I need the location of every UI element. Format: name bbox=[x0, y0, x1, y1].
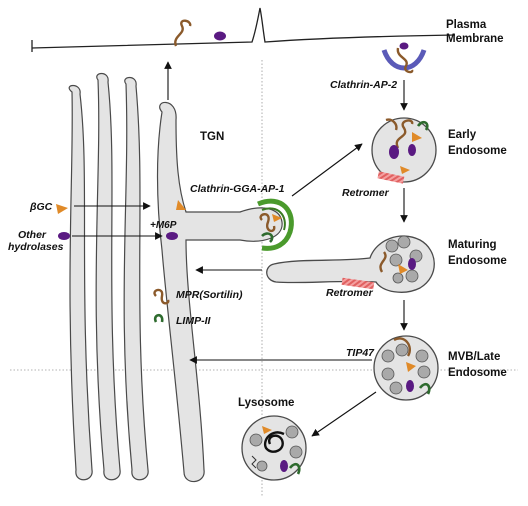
mpr-in-bud bbox=[259, 213, 276, 233]
label-tgn: TGN bbox=[200, 131, 224, 143]
retromer-maturing bbox=[341, 277, 375, 290]
bgc-in-bud bbox=[272, 214, 282, 222]
label-tip47: TIP47 bbox=[346, 347, 375, 359]
guide-lines bbox=[10, 60, 518, 496]
retromer-early bbox=[377, 171, 405, 184]
label-clathrin-gga-ap1: Clathrin-GGA-AP-1 bbox=[190, 183, 285, 195]
label-plasma-membrane-2: Membrane bbox=[446, 33, 504, 45]
mvb-late-endosome bbox=[373, 335, 439, 401]
arrow-mvb-to-lysosome bbox=[311, 391, 377, 437]
label-limp2: LIMP-II bbox=[176, 315, 211, 327]
clathrin-gga-ap1-coat-inner bbox=[261, 207, 286, 231]
label-mvb-2: Endosome bbox=[448, 367, 507, 379]
label-m6p: +M6P bbox=[150, 220, 177, 231]
mpr-at-pm bbox=[396, 47, 414, 74]
label-mpr: MPR(Sortilin) bbox=[176, 289, 243, 301]
label-mvb-1: MVB/Late bbox=[448, 351, 500, 363]
limp2-legend-glyph bbox=[153, 313, 164, 323]
label-retromer-maturing: Retromer bbox=[326, 287, 374, 299]
label-other-hydrolases-2: hydrolases bbox=[8, 241, 64, 253]
hydrolase-at-pm bbox=[399, 42, 409, 50]
label-clathrin-ap2: Clathrin-AP-2 bbox=[330, 79, 397, 91]
limp-in-bud bbox=[261, 232, 274, 243]
tgn-structure bbox=[156, 101, 283, 483]
bgc-legend-glyph bbox=[56, 204, 68, 214]
label-other-hydrolases-1: Other bbox=[18, 229, 47, 241]
bgc-in-tgn bbox=[176, 200, 186, 210]
label-retromer-early: Retromer bbox=[342, 187, 390, 199]
arrows bbox=[72, 61, 408, 437]
label-plasma-membrane-1: Plasma bbox=[446, 19, 487, 31]
label-maturing-endosome-1: Maturing bbox=[448, 239, 497, 251]
hydrolase-extracellular bbox=[214, 31, 226, 41]
arrow-tgn-to-early bbox=[291, 143, 363, 197]
plasma-membrane-line bbox=[31, 7, 456, 49]
clathrin-gga-ap1-coat bbox=[257, 198, 294, 251]
golgi-cisternae bbox=[68, 72, 149, 481]
mpr-at-surface bbox=[174, 19, 192, 47]
label-early-endosome-2: Endosome bbox=[448, 145, 507, 157]
label-early-endosome-1: Early bbox=[448, 129, 477, 141]
hydrolase-legend-glyph bbox=[58, 232, 70, 240]
label-bgc: βGC bbox=[29, 201, 53, 213]
early-endosome bbox=[371, 117, 437, 183]
maturing-endosome bbox=[266, 235, 435, 293]
label-lysosome: Lysosome bbox=[238, 397, 294, 409]
lysosome bbox=[241, 415, 307, 481]
label-maturing-endosome-2: Endosome bbox=[448, 255, 507, 267]
hydrolase-in-tgn bbox=[166, 232, 178, 240]
mpr-legend-glyph bbox=[153, 288, 170, 305]
